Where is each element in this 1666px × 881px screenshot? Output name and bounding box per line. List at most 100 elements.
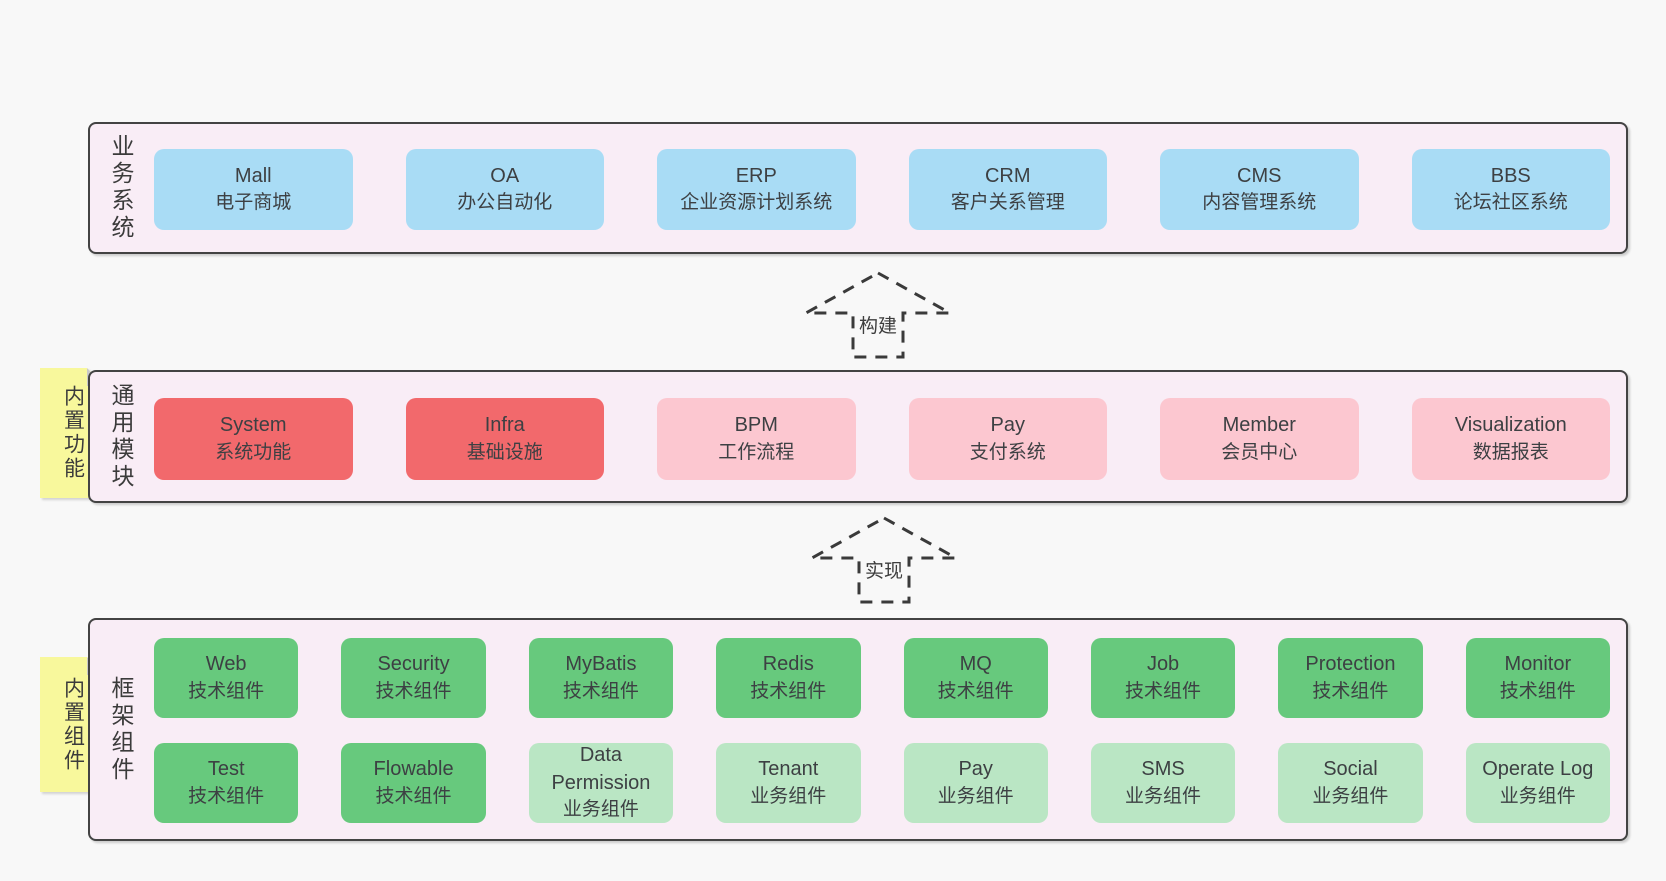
box-title: Flowable [373, 758, 454, 781]
box-subtitle: 电子商城 [215, 192, 292, 214]
box-crm: CRM 客户关系管理 [908, 149, 1107, 230]
box-subtitle: 系统功能 [215, 441, 292, 463]
box-title: Data Permission [551, 744, 651, 794]
box-title: Pay [990, 414, 1025, 437]
box-title: ERP [735, 164, 777, 187]
box-title: Security [377, 653, 450, 676]
box-member: Member 会员中心 [1160, 398, 1359, 480]
box-subtitle: 支付系统 [969, 441, 1046, 463]
box-data-permission: Data Permission 业务组件 [528, 743, 674, 823]
box-title: CRM [984, 164, 1031, 187]
box-subtitle: 业务组件 [1312, 785, 1389, 807]
band-framework-components: 框架组件 Web 技术组件 Security 技术组件 MyBatis 技术组件… [88, 618, 1628, 841]
box-infra: Infra 基础设施 [405, 398, 604, 480]
block-arrow-up-icon [810, 516, 958, 604]
arrow-up-dashed-implement: 实现 [810, 516, 958, 604]
box-title: SMS [1141, 758, 1185, 781]
box-subtitle: 业务组件 [1125, 785, 1202, 807]
box-subtitle: 办公自动化 [457, 192, 553, 214]
box-pay: Pay 支付系统 [908, 398, 1107, 480]
box-sms: SMS 业务组件 [1090, 743, 1236, 823]
box-title: Test [207, 758, 245, 781]
box-test: Test 技术组件 [154, 743, 299, 823]
box-subtitle: 技术组件 [937, 680, 1014, 702]
arrow-label: 实现 [862, 556, 906, 583]
box-subtitle: 会员中心 [1221, 441, 1298, 463]
box-subtitle: 技术组件 [750, 680, 827, 702]
box-web: Web 技术组件 [154, 638, 299, 718]
box-subtitle: 技术组件 [375, 680, 452, 702]
box-tenant: Tenant 业务组件 [716, 743, 861, 823]
arrow-label: 构建 [856, 311, 900, 338]
box-visualization: Visualization 数据报表 [1411, 398, 1610, 480]
box-mq: MQ 技术组件 [903, 638, 1048, 718]
box-row: System 系统功能 Infra 基础设施 BPM 工作流程 Pay 支付系统… [154, 398, 1610, 480]
box-subtitle: 技术组件 [188, 785, 265, 807]
box-subtitle: 客户关系管理 [950, 192, 1065, 214]
box-title: Protection [1305, 653, 1396, 676]
box-protection: Protection 技术组件 [1278, 638, 1423, 718]
box-title: BBS [1490, 164, 1531, 187]
box-title: Monitor [1504, 653, 1572, 676]
box-security: Security 技术组件 [341, 638, 486, 718]
arrow-up-dashed-build: 构建 [804, 271, 952, 359]
box-subtitle: 业务组件 [562, 799, 639, 821]
sticky-note-built-in-components: 内置组件 [0, 657, 65, 792]
box-operate-log: Operate Log 业务组件 [1465, 743, 1610, 823]
box-subtitle: 内容管理系统 [1202, 192, 1317, 214]
box-redis: Redis 技术组件 [716, 638, 861, 718]
box-cms: CMS 内容管理系统 [1160, 149, 1359, 230]
box-subtitle: 技术组件 [562, 680, 639, 702]
box-oa: OA 办公自动化 [405, 149, 604, 230]
box-subtitle: 数据报表 [1472, 441, 1549, 463]
box-title: MyBatis [565, 653, 637, 676]
box-subtitle: 基础设施 [466, 441, 543, 463]
block-arrow-up-icon [804, 271, 952, 359]
box-subtitle: 技术组件 [1499, 680, 1576, 702]
box-title: Redis [762, 653, 814, 676]
box-title: Mall [234, 164, 272, 187]
box-title: Job [1146, 653, 1180, 676]
box-title: Social [1323, 758, 1378, 781]
box-subtitle: 企业资源计划系统 [680, 192, 833, 214]
band-label: 通用模块 [108, 382, 134, 491]
box-title: BPM [734, 414, 778, 437]
box-title: Tenant [758, 758, 819, 781]
box-subtitle: 技术组件 [375, 785, 452, 807]
box-title: Infra [484, 414, 525, 437]
band-common-modules: 通用模块 System 系统功能 Infra 基础设施 BPM 工作流程 Pay… [88, 370, 1628, 503]
box-title: Member [1222, 414, 1296, 437]
box-title: System [219, 414, 287, 437]
band-label: 框架组件 [108, 675, 134, 784]
sticky-note-built-in-functions: 内置功能 [0, 368, 65, 498]
band-label: 业务系统 [108, 134, 134, 242]
box-erp: ERP 企业资源计划系统 [657, 149, 856, 230]
sticky-label: 内置组件 [61, 676, 85, 773]
box-mybatis: MyBatis 技术组件 [528, 638, 674, 718]
box-subtitle: 业务组件 [937, 785, 1014, 807]
box-title: Web [205, 653, 247, 676]
box-bpm: BPM 工作流程 [657, 398, 856, 480]
box-subtitle: 业务组件 [750, 785, 827, 807]
box-bbs: BBS 论坛社区系统 [1411, 149, 1610, 230]
box-system: System 系统功能 [154, 398, 353, 480]
box-title: OA [490, 164, 520, 187]
box-title: Visualization [1454, 414, 1567, 437]
box-flowable: Flowable 技术组件 [341, 743, 486, 823]
box-subtitle: 技术组件 [1125, 680, 1202, 702]
box-title: MQ [959, 653, 992, 676]
band-business-systems: 业务系统 Mall 电子商城 OA 办公自动化 ERP 企业资源计划系统 CRM… [88, 122, 1628, 254]
box-subtitle: 技术组件 [1312, 680, 1389, 702]
box-title: Pay [958, 758, 993, 781]
box-row: Test 技术组件 Flowable 技术组件 Data Permission … [154, 743, 1610, 823]
box-subtitle: 业务组件 [1499, 785, 1576, 807]
box-row: Mall 电子商城 OA 办公自动化 ERP 企业资源计划系统 CRM 客户关系… [154, 149, 1610, 230]
box-social: Social 业务组件 [1278, 743, 1423, 823]
box-title: Operate Log [1482, 758, 1594, 781]
box-subtitle: 工作流程 [718, 441, 795, 463]
box-subtitle: 论坛社区系统 [1453, 192, 1568, 214]
box-monitor: Monitor 技术组件 [1465, 638, 1610, 718]
sticky-label: 内置功能 [61, 385, 85, 481]
box-job: Job 技术组件 [1090, 638, 1236, 718]
box-subtitle: 技术组件 [188, 680, 265, 702]
